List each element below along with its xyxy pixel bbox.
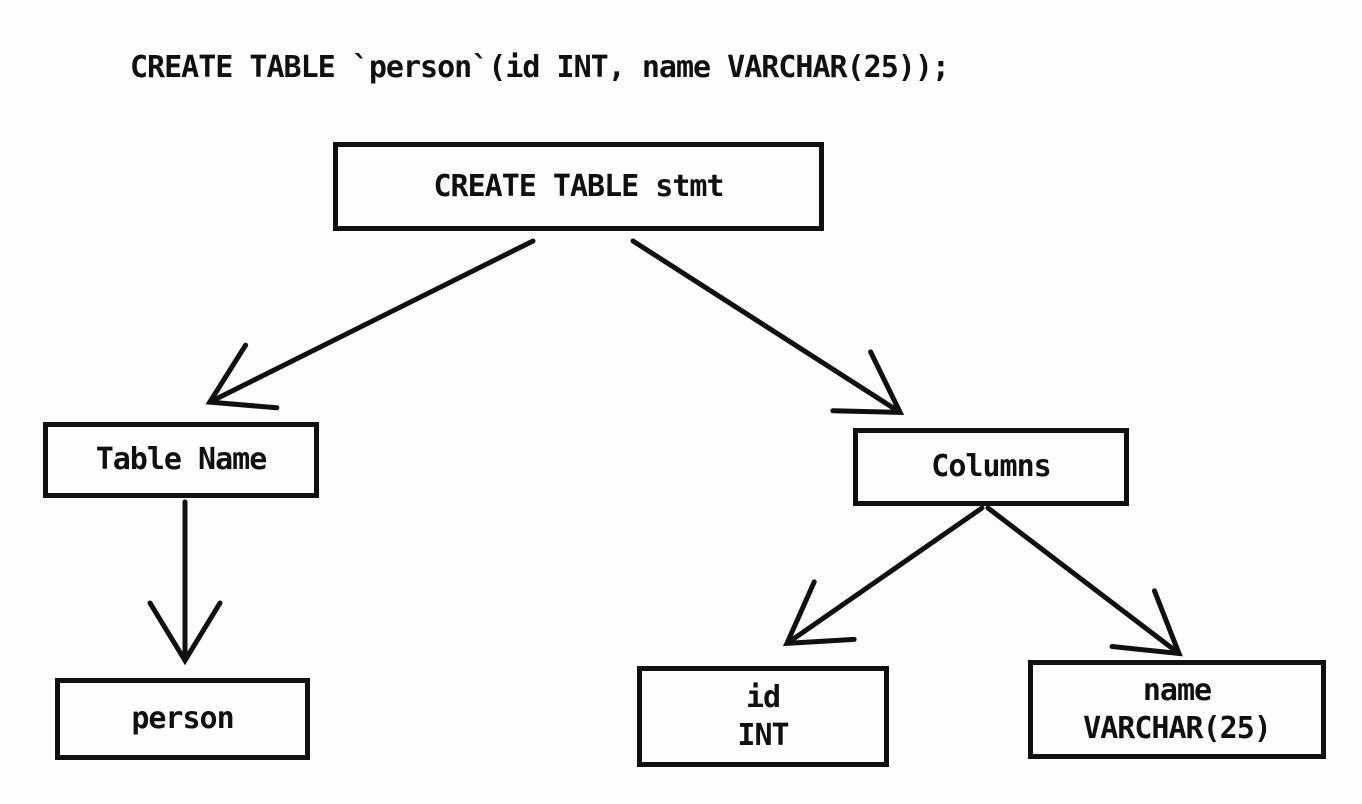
node-person-label: person: [131, 701, 234, 736]
node-table-name-label: Table Name: [95, 442, 268, 477]
node-columns: Columns: [853, 428, 1129, 506]
node-table-name: Table Name: [43, 422, 319, 498]
node-columns-label: Columns: [931, 449, 1051, 484]
edge-columns-to-id: [782, 505, 985, 647]
node-column-id-type: INT: [737, 717, 789, 753]
edge-columns-to-name: [985, 505, 1183, 657]
node-column-name-type: VARCHAR(25): [1083, 710, 1272, 746]
node-create-table-stmt-label: CREATE TABLE stmt: [433, 168, 724, 204]
sql-statement-text: CREATE TABLE `person`(id INT, name VARCH…: [130, 50, 950, 85]
node-person: person: [55, 678, 310, 760]
node-column-id-name: id: [745, 679, 781, 715]
node-create-table-stmt: CREATE TABLE stmt: [333, 142, 824, 231]
edge-root-to-table-name: [205, 238, 536, 411]
node-column-name-name: name: [1142, 672, 1212, 708]
node-column-id: id INT: [637, 666, 889, 767]
edge-root-to-columns: [630, 238, 905, 415]
node-column-name: name VARCHAR(25): [1028, 660, 1326, 759]
